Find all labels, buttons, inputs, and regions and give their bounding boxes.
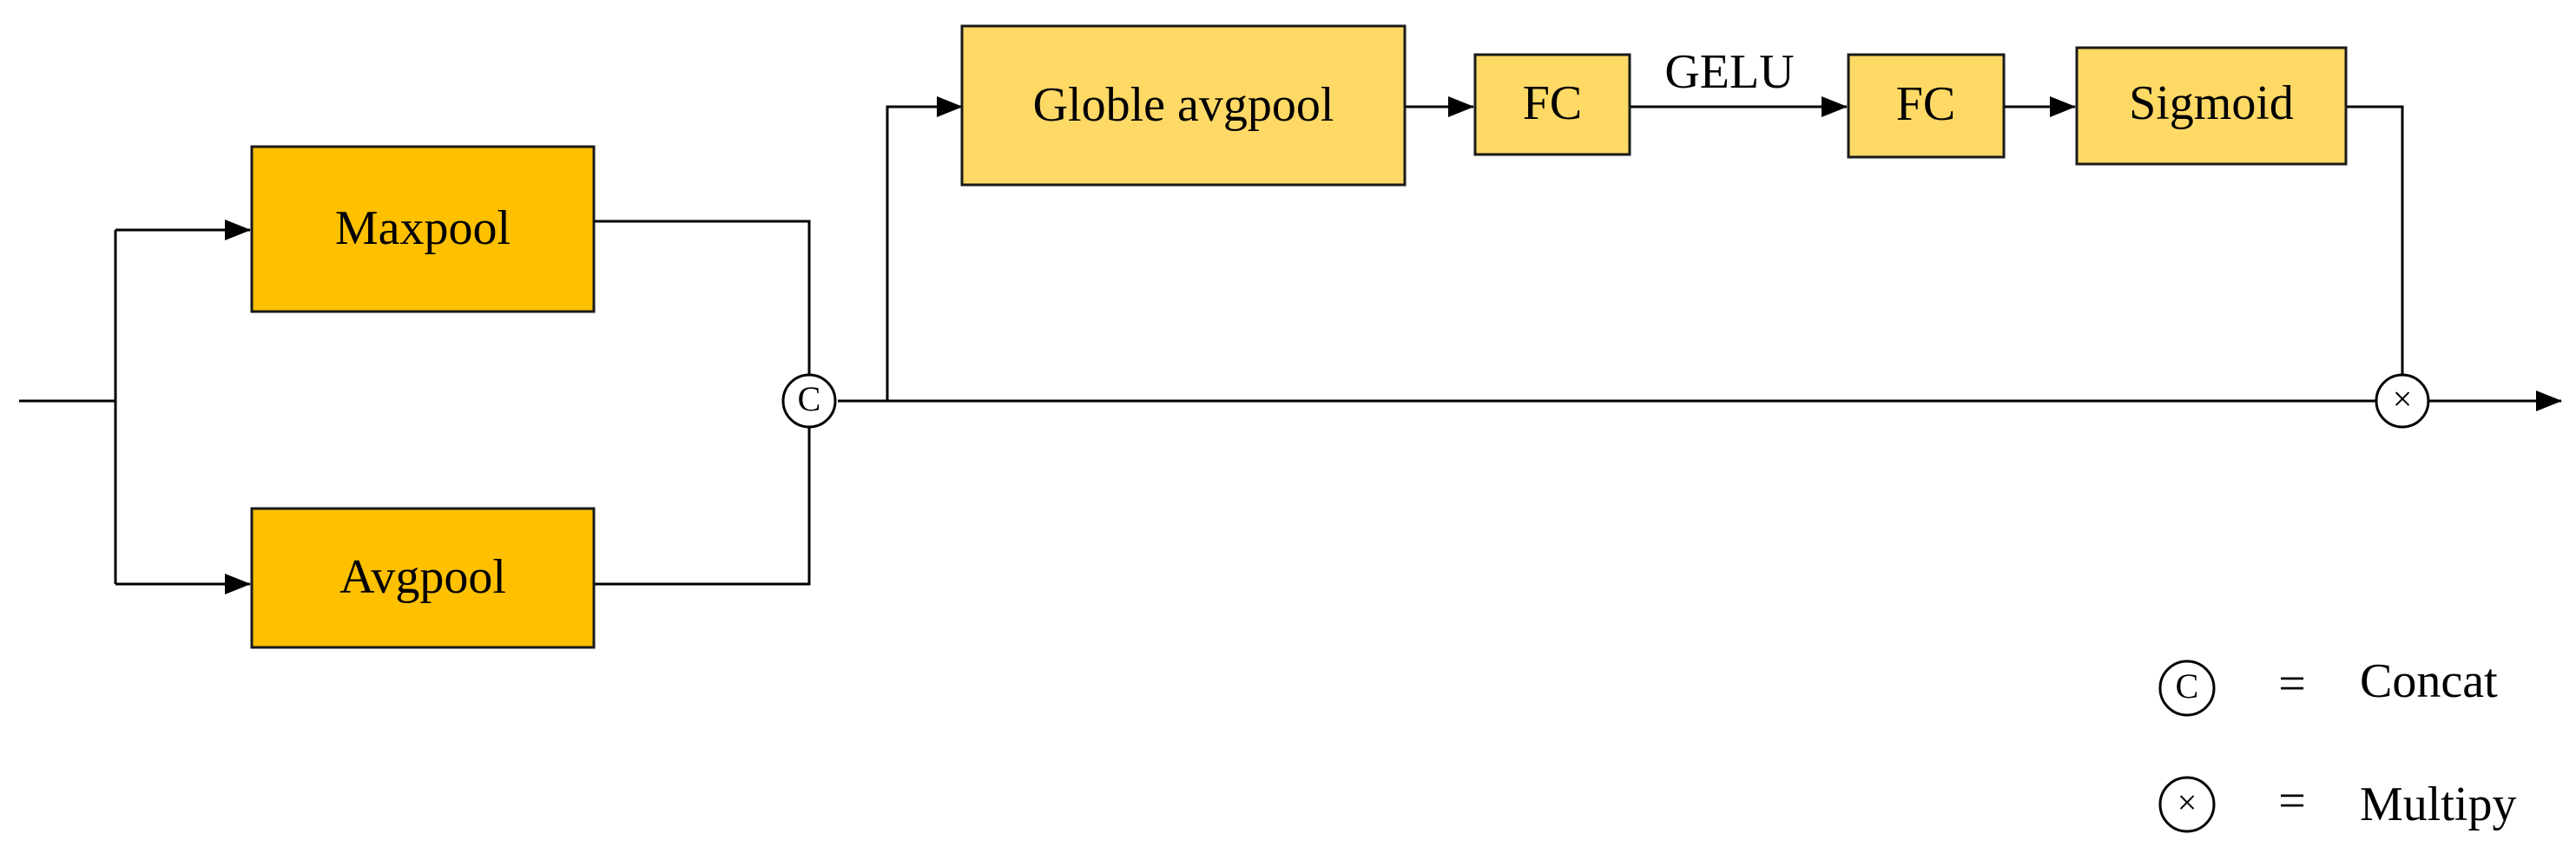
avgpool-to-concat-line (594, 426, 811, 586)
avgpool-block: Avgpool (250, 507, 596, 649)
concat-circle (781, 373, 837, 429)
global-avgpool-block: Globle avgpool (960, 24, 1407, 187)
branch-to-global-avgpool-arrow (886, 96, 963, 401)
legend-multiply-label: Multipy (2360, 778, 2516, 831)
fc2-label: FC (1896, 77, 1956, 131)
wires (19, 96, 2562, 594)
fc1-block: FC (1473, 53, 1631, 156)
gelu-label: GELU (1664, 45, 1794, 99)
legend: C = Concat × = Multipy (2158, 654, 2516, 833)
multiply-symbol: × (2393, 379, 2413, 418)
maxpool-block: Maxpool (250, 145, 596, 313)
legend-item-concat: C = Concat (2158, 654, 2498, 717)
fc1-label: FC (1523, 76, 1583, 130)
sigmoid-to-multiply-line (2346, 105, 2404, 374)
fc1-box (1473, 53, 1631, 156)
avgpool-box (250, 507, 596, 649)
legend-concat-equals: = (2278, 657, 2306, 711)
legend-item-multiply: × = Multipy (2158, 774, 2516, 833)
legend-concat-circle (2158, 660, 2216, 717)
global-avgpool-label: Globle avgpool (1033, 78, 1334, 132)
legend-concat-symbol: C (2176, 666, 2199, 706)
concat-node: C (781, 373, 837, 429)
legend-concat-label: Concat (2360, 654, 2498, 708)
maxpool-box (250, 145, 596, 313)
maxpool-to-concat-line (594, 220, 811, 376)
avgpool-label: Avgpool (339, 550, 506, 604)
sigmoid-block: Sigmoid (2075, 46, 2348, 166)
legend-multiply-equals: = (2278, 774, 2306, 828)
concat-symbol: C (798, 379, 821, 418)
global-avgpool-box (960, 24, 1407, 187)
multiply-node: × (2375, 373, 2430, 429)
legend-multiply-circle (2158, 776, 2216, 833)
legend-multiply-symbol: × (2177, 783, 2197, 822)
sigmoid-box (2075, 46, 2348, 166)
maxpool-label: Maxpool (335, 201, 511, 255)
fc2-block: FC (1847, 53, 2006, 159)
fc2-box (1847, 53, 2006, 159)
sigmoid-label: Sigmoid (2129, 76, 2294, 130)
multiply-circle (2375, 373, 2430, 429)
